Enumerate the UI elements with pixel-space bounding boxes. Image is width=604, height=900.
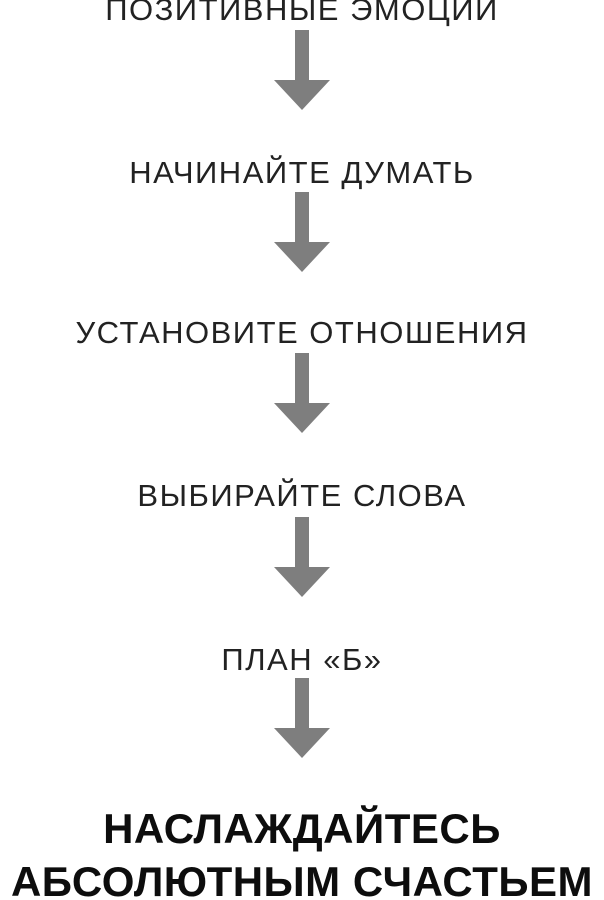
down-arrow-icon — [274, 353, 330, 433]
final-heading: НАСЛАЖДАЙТЕСЬ АБСОЛЮТНЫМ СЧАСТЬЕМ — [0, 802, 604, 900]
down-arrow-shape — [274, 192, 330, 272]
down-arrow-icon — [274, 517, 330, 597]
down-arrow-icon — [274, 30, 330, 110]
step-label-plan-b: ПЛАН «Б» — [221, 642, 383, 677]
down-arrow-shape — [274, 353, 330, 433]
step-label-start-thinking: НАЧИНАЙТЕ ДУМАТЬ — [129, 155, 475, 190]
down-arrow-icon — [274, 192, 330, 272]
down-arrow-icon — [274, 678, 330, 758]
down-arrow-shape — [274, 517, 330, 597]
final-heading-line1: НАСЛАЖДАЙТЕСЬ — [103, 805, 501, 852]
down-arrow-shape — [274, 678, 330, 758]
step-label-positive-emotions: ПОЗИТИВНЫЕ ЭМОЦИИ — [105, 0, 499, 27]
final-heading-line2: АБСОЛЮТНЫМ СЧАСТЬЕМ — [10, 858, 594, 900]
down-arrow-shape — [274, 30, 330, 110]
step-label-choose-words: ВЫБИРАЙТЕ СЛОВА — [137, 478, 467, 513]
step-label-establish-relations: УСТАНОВИТЕ ОТНОШЕНИЯ — [75, 315, 529, 350]
